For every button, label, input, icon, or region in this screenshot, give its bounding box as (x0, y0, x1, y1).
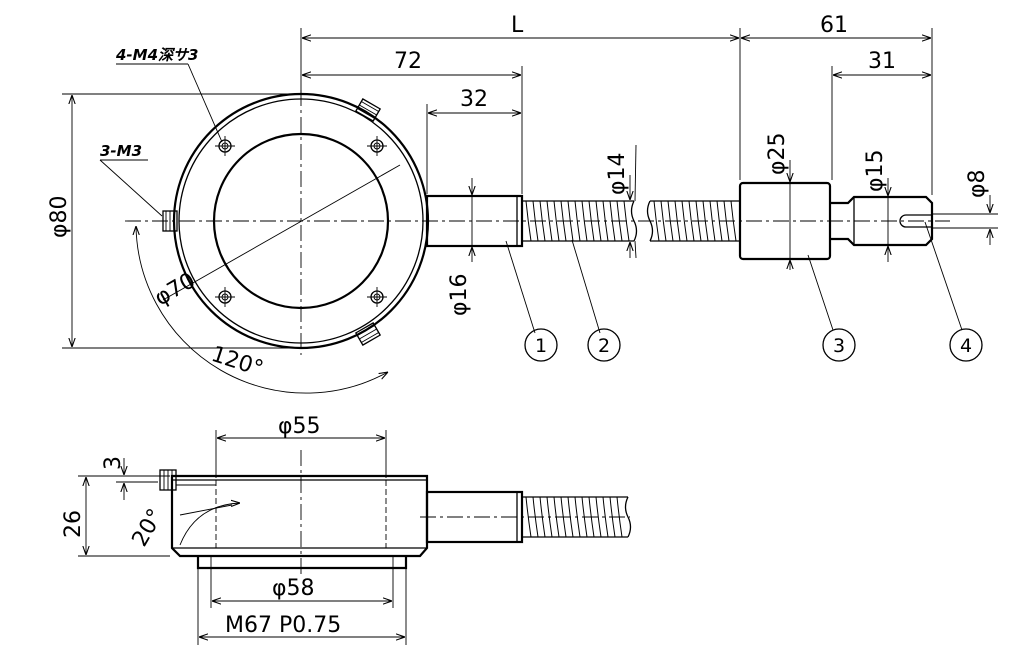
dim-phi14: φ14 (605, 152, 630, 195)
note-screws: 3-M3 (100, 142, 142, 160)
dim-angle20: 20° (128, 505, 169, 551)
dim-phi15: φ15 (863, 149, 888, 192)
part-2-threaded-shaft (522, 200, 740, 242)
dim-phi70: φ70 (151, 268, 200, 311)
side-view: φ55 φ58 M67 P0.75 3 26 20° (61, 414, 632, 645)
side-body (170, 474, 429, 558)
balloon-4: 4 (949, 328, 983, 362)
dim-3: 3 (101, 456, 126, 470)
part-3-nut (738, 181, 832, 261)
dim-26: 26 (61, 510, 86, 538)
side-bottom-thread (196, 556, 408, 570)
dim-61: 61 (820, 13, 848, 38)
dim-L: L (511, 13, 524, 38)
balloon-1: 1 (524, 328, 558, 362)
dim-phi16: φ16 (447, 273, 472, 316)
dim-phi58: φ58 (272, 576, 315, 601)
dim-72: 72 (394, 49, 422, 74)
dim-32: 32 (460, 87, 488, 112)
side-sleeve (425, 490, 524, 544)
dim-thread-m67: M67 P0.75 (225, 613, 341, 638)
svg-text:1: 1 (535, 335, 547, 357)
svg-text:3: 3 (833, 335, 845, 357)
top-view: L 61 72 31 32 φ80 φ70 120° φ14 (47, 13, 998, 394)
dim-phi80: φ80 (47, 195, 72, 238)
dim-phi25: φ25 (765, 132, 790, 175)
part-4-shaft-end (830, 195, 934, 247)
note-holes: 4-M4深サ3 (115, 46, 198, 64)
set-screws (162, 98, 382, 346)
balloon-3: 3 (822, 328, 856, 362)
dim-phi55: φ55 (278, 414, 321, 439)
dim-31: 31 (868, 49, 896, 74)
svg-text:4: 4 (960, 335, 972, 357)
balloon-2: 2 (587, 328, 621, 362)
part-1-sleeve (425, 194, 524, 248)
svg-text:2: 2 (598, 335, 610, 357)
dim-phi8: φ8 (965, 169, 990, 198)
